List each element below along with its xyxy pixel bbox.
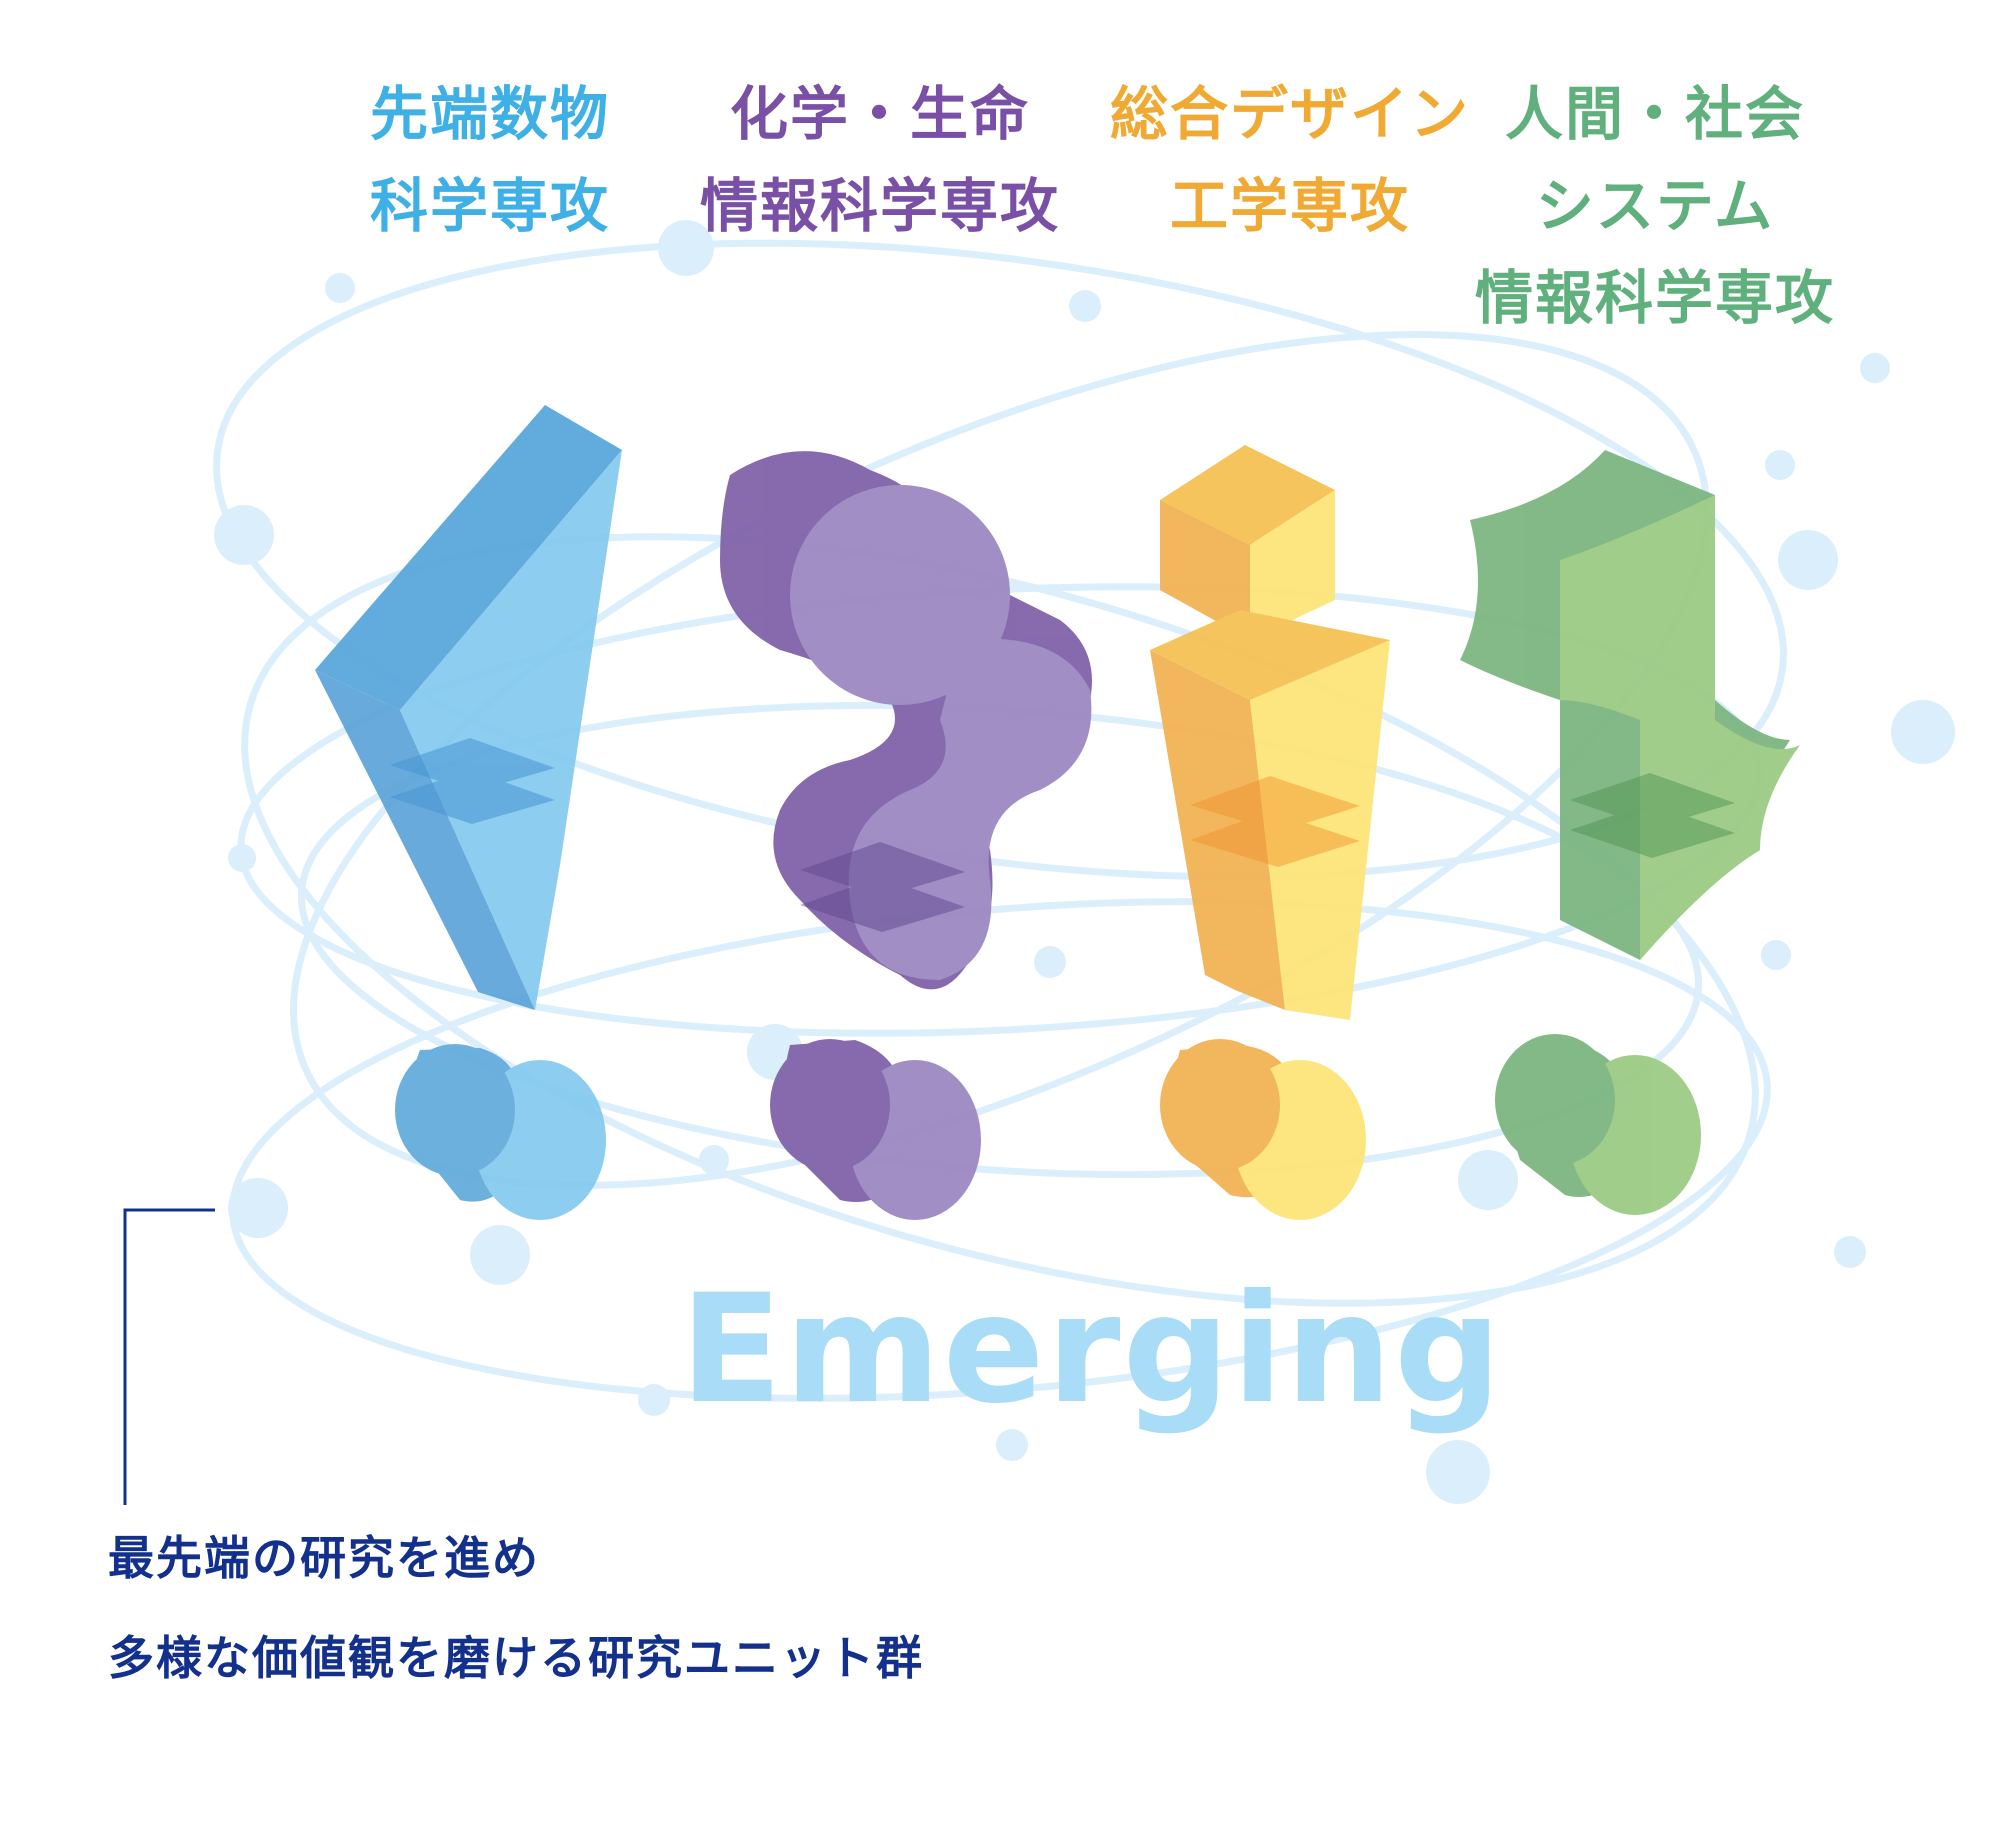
department-line: システム — [1535, 172, 1775, 240]
orbit-dot — [699, 1145, 729, 1175]
department-line: 総合デザイン — [1109, 80, 1470, 148]
orbit-dot — [325, 273, 355, 303]
orbit-dot — [1458, 1150, 1518, 1210]
department-label-chemistry: 化学・生命 情報科学専攻 — [660, 68, 1100, 252]
orbit-dot — [470, 1225, 530, 1285]
i-shape — [1150, 445, 1390, 1220]
orbit-dot — [1765, 450, 1795, 480]
emerging-wordmark: Emerging — [680, 1263, 1504, 1437]
tagline-line: 多様な価値観を磨ける研究ユニット群 — [108, 1631, 924, 1685]
department-line: 先端数物 — [369, 80, 610, 148]
exclamation-shape — [315, 405, 622, 1220]
orbit-dot — [228, 1178, 288, 1238]
department-line: 化学・生命 — [729, 80, 1030, 148]
department-label-physics: 先端数物 科学専攻 — [310, 68, 670, 252]
department-line: 人間・社会 — [1504, 80, 1805, 148]
orbit-dot — [228, 844, 256, 872]
department-line: 工学専攻 — [1169, 172, 1410, 240]
orbit-dot — [638, 1384, 670, 1416]
tagline-line: 最先端の研究を進め — [108, 1531, 540, 1585]
orbit-ring — [241, 533, 1759, 1307]
tagline: 最先端の研究を進め 多様な価値観を磨ける研究ユニット群 — [108, 1508, 924, 1708]
department-label-design: 総合デザイン 工学専攻 — [1100, 68, 1480, 252]
orbit-dot — [1834, 1236, 1866, 1268]
department-line: 科学専攻 — [369, 172, 610, 240]
orbit-dot — [1761, 940, 1791, 970]
department-label-human-social: 人間・社会 システム 情報科学専攻 — [1440, 68, 1870, 344]
orbit-dot — [1426, 1440, 1490, 1504]
orbit-dot — [1891, 700, 1955, 764]
question-shape — [720, 451, 1092, 1220]
orbit-dots — [214, 220, 1955, 1504]
orbit-dot — [1860, 353, 1890, 383]
department-line: 情報科学専攻 — [699, 172, 1060, 240]
orbit-dot — [996, 1429, 1028, 1461]
orbit-dot — [658, 220, 714, 276]
orbit-dot — [1778, 530, 1838, 590]
department-line: 情報科学専攻 — [1474, 264, 1835, 332]
bracket-shape — [1460, 450, 1800, 1215]
orbit-dot — [1069, 290, 1101, 322]
orbit-dot — [1034, 946, 1066, 978]
callout-line — [123, 1208, 215, 1505]
orbit-ring — [290, 331, 1710, 1189]
orbit-dot — [214, 505, 274, 565]
